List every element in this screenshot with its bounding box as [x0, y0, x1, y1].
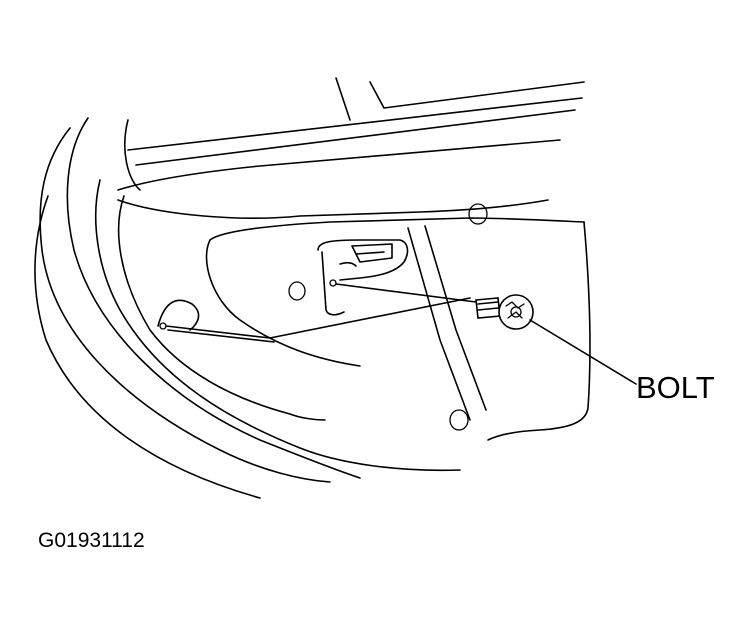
- bolt: [475, 294, 534, 330]
- figure-id: G01931112: [38, 529, 145, 552]
- mounting-hole: [449, 409, 469, 431]
- outer-body-panel: [34, 117, 461, 499]
- rod-end-hole: [159, 322, 167, 330]
- mounting-holes: [288, 203, 488, 431]
- mounting-hole: [468, 203, 488, 225]
- mounting-hole: [288, 281, 306, 301]
- lock-bolt-hole: [329, 279, 337, 287]
- lock-assembly: [317, 239, 409, 316]
- callout-leader-line: [529, 319, 637, 385]
- inner-trim-contours: [117, 77, 585, 219]
- lock-rod: [157, 283, 477, 343]
- callout-label-bolt: BOLT: [636, 370, 715, 405]
- lock-opening-panel: [205, 217, 591, 441]
